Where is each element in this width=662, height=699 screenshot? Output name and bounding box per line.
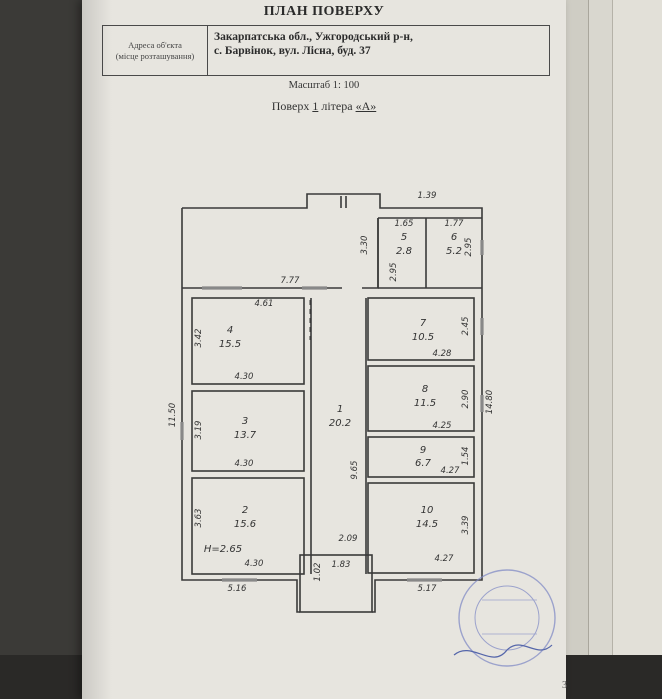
page-number: 3 [562,680,567,691]
dim-1-77: 1.77 [445,219,465,229]
room-8-area: 11.5 [414,398,436,409]
dim-4-25: 4.25 [433,421,452,431]
dim-3-39: 3.39 [461,516,471,535]
dim-2-95-b: 2.95 [464,238,474,257]
room-5-area: 2.8 [396,246,412,257]
dim-3-30: 3.30 [360,236,370,255]
room-1-area: 20.2 [329,418,351,429]
dim-4-30-a: 4.30 [235,372,254,382]
floor-plan-drawing: 1 20.2 2 15.6 3 13.7 4 15.5 5 2.8 6 5.2 … [168,191,556,667]
dim-1-65: 1.65 [395,219,414,229]
dim-1-83: 1.83 [332,560,351,570]
dim-4-27-a: 4.27 [441,466,461,476]
room-8-number: 8 [422,384,428,395]
page-title: ПЛАН ПОВЕРХУ [263,4,385,19]
dim-3-63: 3.63 [194,509,204,528]
dim-1-39: 1.39 [418,191,437,201]
room-5-number: 5 [401,232,407,243]
room-7-number: 7 [420,318,427,329]
room-9-number: 9 [420,445,426,456]
dim-5-16: 5.16 [228,584,248,594]
room-2-area: 15.6 [234,519,256,530]
dim-2-90: 2.90 [461,390,471,409]
address-label: Адреса об'єкта (місце розташування) [103,26,208,75]
room-3-number: 3 [242,416,248,427]
room-10-area: 14.5 [416,519,438,530]
dim-9-65: 9.65 [350,461,360,480]
dim-2-45: 2.45 [461,317,471,336]
dim-2-95-a: 2.95 [389,263,399,282]
dim-3-42: 3.42 [194,329,204,348]
room-10-number: 10 [421,505,434,516]
address-line2: с. Барвінок, вул. Лісна, буд. 37 [214,45,371,57]
dim-4-28: 4.28 [433,349,453,359]
floor-prefix: Поверх [271,99,313,113]
background-document-3 [612,0,662,699]
room-9-area: 6.7 [415,458,432,469]
dim-1-02: 1.02 [313,563,323,582]
dim-7-77: 7.77 [281,276,301,286]
room-7-area: 10.5 [412,332,434,343]
room-6-area: 5.2 [446,246,462,257]
floor-number: 1 [312,99,319,113]
dim-4-61: 4.61 [255,299,274,309]
address-value: Закарпатська обл., Ужгородський р-н, с. … [208,26,549,75]
dim-14-80: 14.80 [485,390,495,414]
room-3-area: 13.7 [234,430,257,441]
floor-mid: літера [318,99,356,113]
scale-label: Масштаб 1: 100 [288,80,360,91]
dim-4-27-b: 4.27 [435,554,455,564]
floor-letter: «А» [355,99,377,113]
address-line1: Закарпатська обл., Ужгородський р-н, [214,31,413,43]
dim-11-50: 11.50 [168,403,178,427]
room-1-number: 1 [337,404,343,415]
dim-3-19: 3.19 [194,421,204,440]
dim-1-54: 1.54 [461,447,471,466]
address-label-line2: (місце розташування) [115,50,195,61]
signature [453,644,553,658]
room-2-number: 2 [242,505,248,516]
address-label-line1: Адреса об'єкта [128,39,182,50]
ceiling-height: H=2.65 [204,544,242,555]
room-6-number: 6 [451,232,457,243]
dim-4-30-c: 4.30 [245,559,264,569]
dim-4-30-b: 4.30 [235,459,254,469]
document-page: ПЛАН ПОВЕРХУ Адреса об'єкта (місце розта… [82,0,566,699]
dim-2-09: 2.09 [339,534,358,544]
dim-5-17: 5.17 [418,584,438,594]
room-4-number: 4 [227,325,233,336]
address-table: Адреса об'єкта (місце розташування) Зака… [102,25,550,76]
room-4-area: 15.5 [219,339,241,350]
floor-label: Поверх 1 літера «А» [82,99,566,114]
